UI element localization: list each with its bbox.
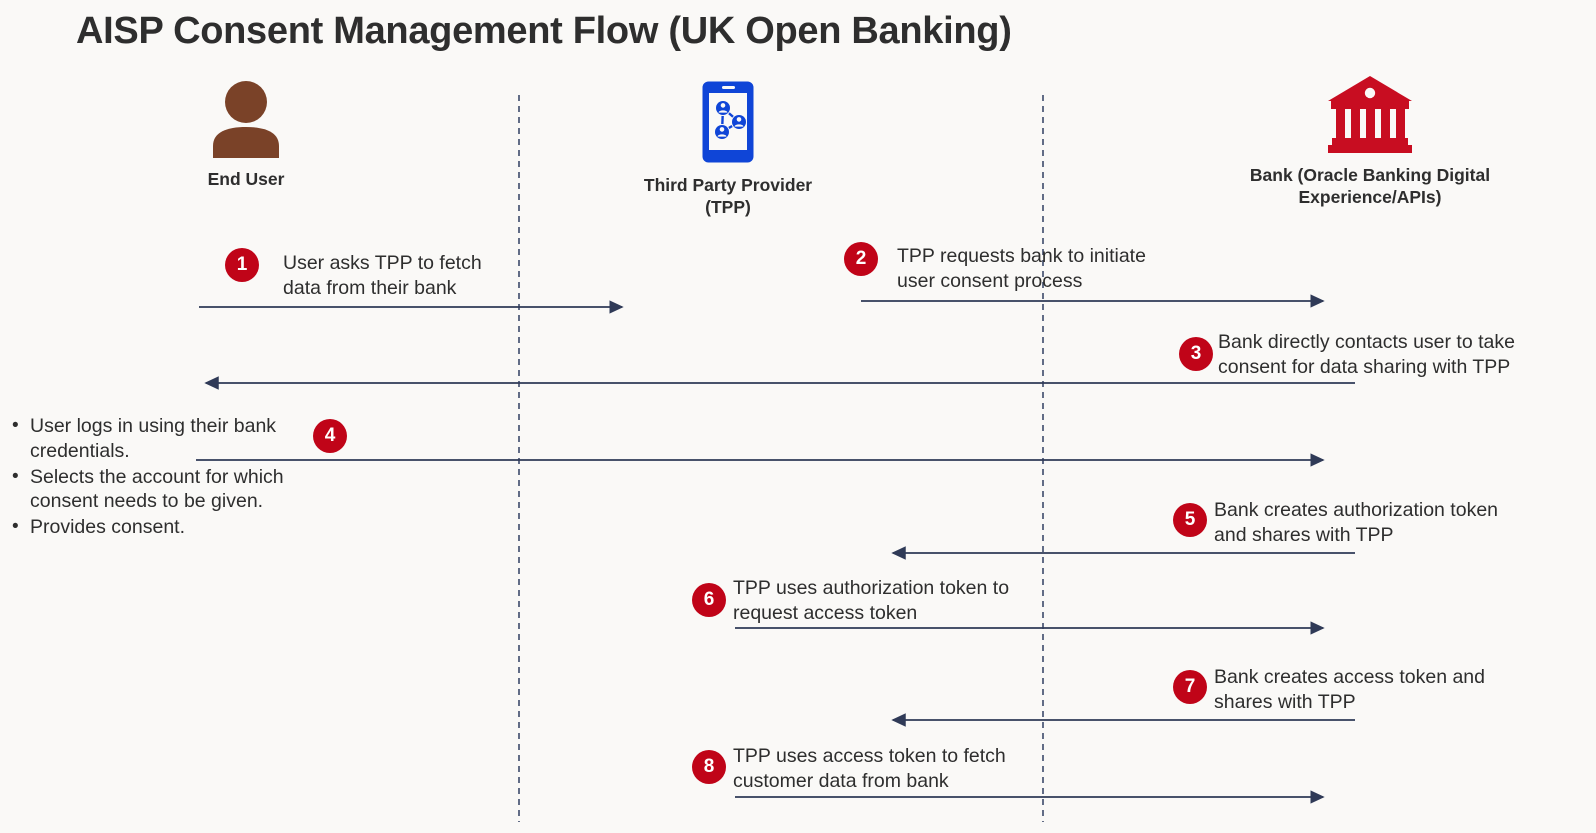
actor-label-end-user: End User: [207, 169, 285, 189]
actor-end-user: End User: [148, 80, 344, 190]
step-badge-8: 8: [692, 750, 726, 784]
step-badge-2: 2: [844, 242, 878, 276]
page-title: AISP Consent Management Flow (UK Open Ba…: [76, 10, 1012, 52]
bank-building-icon: [1328, 76, 1412, 153]
step-text-5: Bank creates authorization token and sha…: [1214, 499, 1499, 546]
actor-bank: Bank (Oracle Banking Digital Experience/…: [1180, 74, 1560, 209]
step-badge-7: 7: [1173, 670, 1207, 704]
step-text-3: Bank directly contacts user to take cons…: [1218, 331, 1515, 378]
list-item: Selects the account for which consent ne…: [12, 465, 338, 515]
step-badge-6: 6: [692, 583, 726, 617]
step-badge-1: 1: [225, 248, 259, 282]
actor-label-tpp: Third Party Provider (TPP): [643, 175, 813, 218]
step-badge-3: 3: [1179, 337, 1213, 371]
step-text-7: Bank creates access token and shares wit…: [1214, 666, 1485, 713]
step-text-1: User asks TPP to fetch data from their b…: [283, 252, 482, 299]
step-text-6: TPP uses authorization token to request …: [733, 577, 1010, 624]
list-item: Provides consent.: [12, 515, 338, 540]
list-item: User logs in using their bank credential…: [12, 414, 338, 464]
step-text-2: TPP requests bank to initiate user conse…: [897, 245, 1146, 292]
step-4-bullet-list: User logs in using their bank credential…: [8, 414, 338, 541]
actor-tpp: Third Party Provider (TPP): [630, 80, 826, 219]
step-badge-5: 5: [1173, 503, 1207, 537]
step-text-8: TPP uses access token to fetch customer …: [733, 745, 1006, 792]
mobile-network-icon: [702, 81, 754, 163]
user-icon: [213, 81, 279, 158]
actor-label-bank: Bank (Oracle Banking Digital Experience/…: [1249, 165, 1491, 208]
